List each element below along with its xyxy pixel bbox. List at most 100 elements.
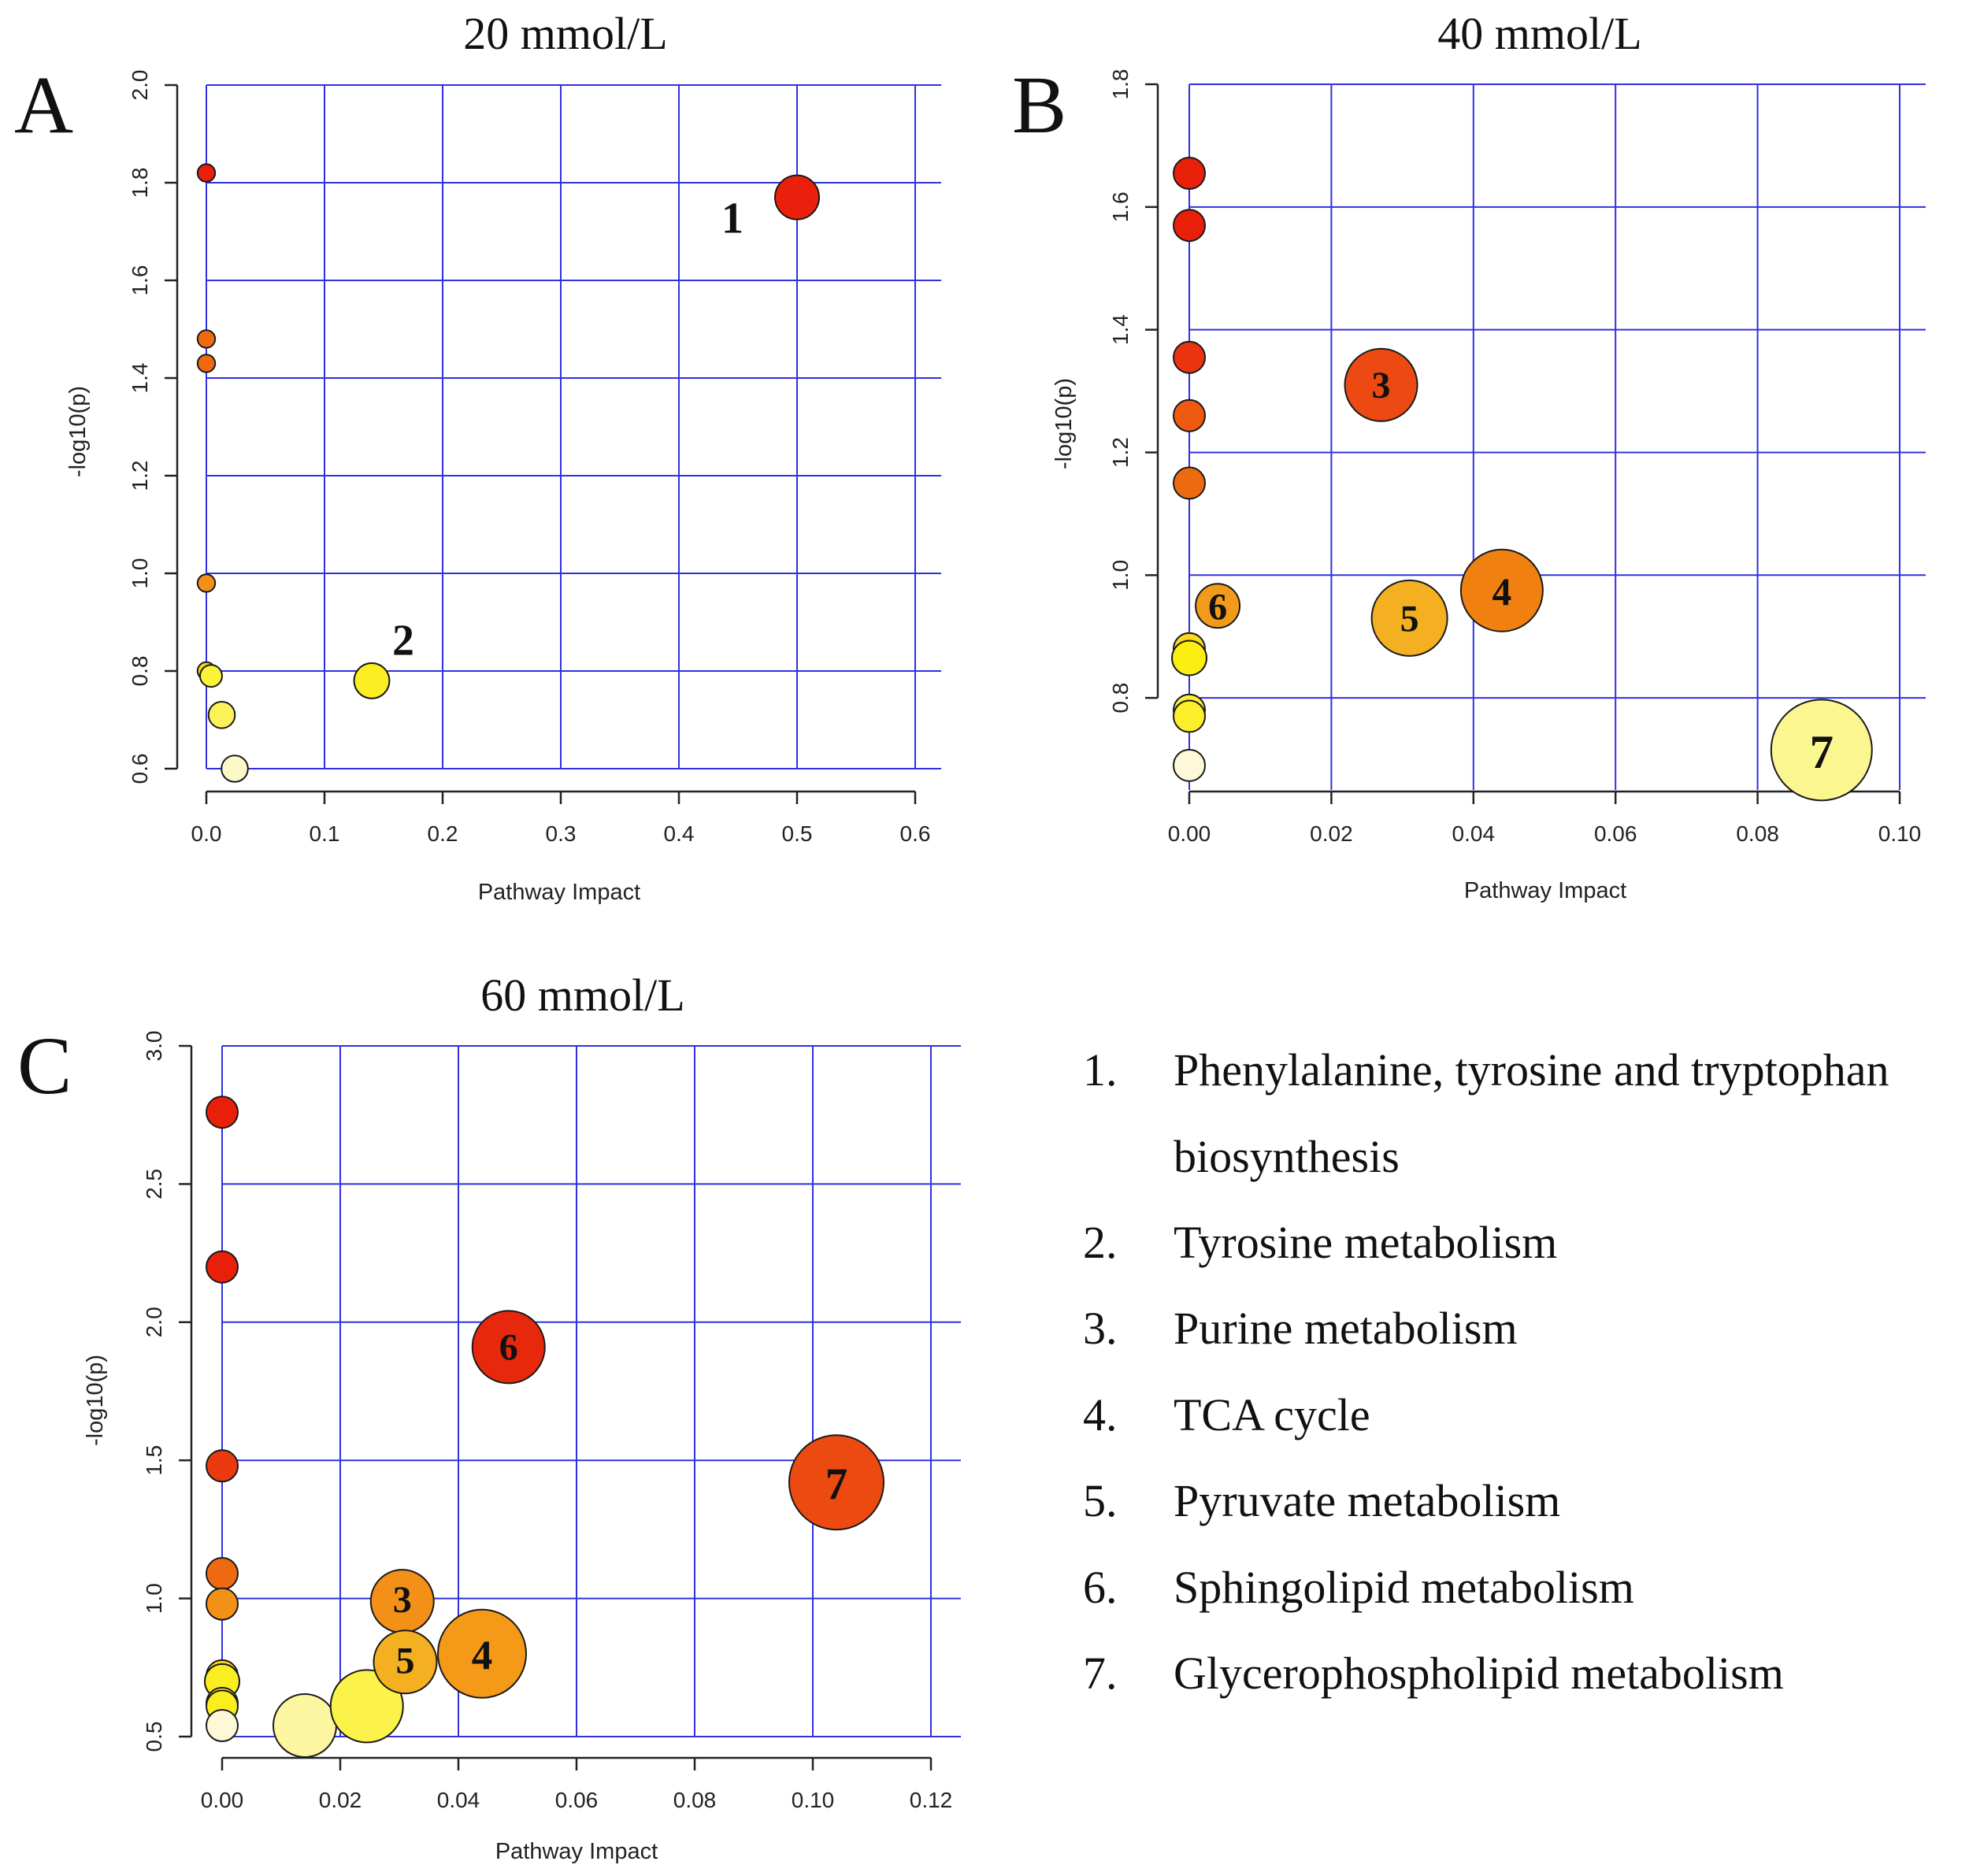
- x-tick-label: 0.08: [673, 1788, 717, 1812]
- x-tick-label: 0.02: [319, 1788, 362, 1812]
- x-tick-label: 0.00: [201, 1788, 244, 1812]
- data-point: [196, 163, 217, 183]
- x-tick-label: 0.02: [1310, 821, 1353, 846]
- y-tick-label: 1.6: [128, 265, 152, 296]
- y-tick-label: 2.5: [142, 1169, 166, 1199]
- data-point-label: 2: [392, 616, 414, 665]
- y-tick-label: 1.0: [142, 1583, 166, 1614]
- legend-number: 6.: [1083, 1562, 1118, 1613]
- panel-letter: C: [17, 1021, 72, 1111]
- data-point: [1173, 340, 1206, 374]
- x-axis-label: Pathway Impact: [478, 880, 640, 905]
- y-tick-label: 1.8: [1108, 69, 1133, 100]
- chart-title: 20 mmol/L: [463, 8, 667, 59]
- data-point: [196, 329, 217, 349]
- legend-number: 1.: [1083, 1044, 1118, 1096]
- x-axis-label: Pathway Impact: [1464, 878, 1626, 903]
- data-point: [207, 701, 236, 729]
- x-tick-label: 0.10: [1878, 821, 1922, 846]
- x-tick-label: 0.06: [1594, 821, 1637, 846]
- data-point: [1171, 640, 1207, 677]
- data-point: [206, 1096, 239, 1129]
- x-tick-label: 0.2: [428, 821, 458, 846]
- legend-number: 3.: [1083, 1303, 1118, 1354]
- x-tick-label: 0.4: [664, 821, 695, 846]
- y-tick-label: 0.8: [1108, 683, 1133, 714]
- data-point: [221, 754, 249, 783]
- data-point: [1173, 748, 1206, 782]
- data-point: [788, 1434, 884, 1531]
- y-tick-label: 1.0: [1108, 560, 1133, 591]
- y-tick-label: 1.2: [1108, 437, 1133, 468]
- y-tick-label: 0.8: [128, 656, 152, 687]
- legend-label: Purine metabolism: [1174, 1303, 1518, 1354]
- data-point: [196, 573, 217, 593]
- legend-label: Pyruvate metabolism: [1174, 1475, 1561, 1526]
- chart-title: 40 mmol/L: [1437, 8, 1641, 59]
- data-point-label: 6: [1208, 586, 1227, 628]
- x-tick-label: 0.6: [900, 821, 931, 846]
- x-tick-label: 0.06: [555, 1788, 599, 1812]
- x-tick-label: 0.1: [310, 821, 340, 846]
- data-point: [1173, 466, 1206, 500]
- y-tick-label: 1.6: [1108, 191, 1133, 222]
- legend-number: 7.: [1083, 1648, 1118, 1699]
- x-tick-label: 0.3: [546, 821, 577, 846]
- data-point: [206, 1587, 239, 1621]
- legend-label: Sphingolipid metabolism: [1174, 1562, 1634, 1613]
- data-point: [1173, 156, 1206, 190]
- data-point: [1173, 209, 1206, 243]
- data-point: [353, 662, 391, 699]
- legend-label: Phenylalanine, tyrosine and tryptophan: [1174, 1044, 1889, 1096]
- y-tick-label: 1.4: [1108, 314, 1133, 345]
- y-tick-label: 1.2: [128, 461, 152, 491]
- legend-number: 5.: [1083, 1475, 1118, 1526]
- data-point-label: 7: [825, 1459, 848, 1509]
- data-point: [206, 1557, 239, 1591]
- data-point: [471, 1310, 546, 1385]
- legend-label: Tyrosine metabolism: [1174, 1217, 1558, 1268]
- x-tick-label: 0.10: [792, 1788, 835, 1812]
- y-tick-label: 3.0: [142, 1031, 166, 1062]
- y-axis-label: -log10(p): [65, 386, 91, 477]
- data-point-label: 5: [1400, 599, 1419, 640]
- chart-title: 60 mmol/L: [480, 970, 684, 1021]
- panel-letter: A: [14, 60, 73, 150]
- y-tick-label: 2.0: [128, 70, 152, 101]
- data-point: [206, 1250, 239, 1284]
- y-axis-label: -log10(p): [1051, 378, 1077, 469]
- data-point: [373, 1629, 438, 1695]
- data-point: [206, 1449, 239, 1483]
- y-tick-label: 1.5: [142, 1445, 166, 1476]
- y-tick-label: 0.6: [128, 754, 152, 784]
- legend-label: Glycerophospholipid metabolism: [1174, 1648, 1784, 1699]
- x-axis-label: Pathway Impact: [495, 1839, 658, 1864]
- data-point: [1770, 699, 1873, 802]
- panel-letter: B: [1012, 60, 1066, 150]
- x-tick-label: 0.12: [910, 1788, 953, 1812]
- data-point: [196, 354, 217, 373]
- data-points: 21: [196, 163, 820, 783]
- y-tick-label: 1.4: [128, 363, 152, 394]
- x-tick-label: 0.5: [782, 821, 813, 846]
- legend-number: 2.: [1083, 1217, 1118, 1268]
- y-tick-label: 1.8: [128, 168, 152, 198]
- data-point-label: 3: [1372, 365, 1391, 406]
- data-point-label: 3: [393, 1579, 412, 1621]
- grid-lines: [221, 1045, 961, 1737]
- y-axis-label: -log10(p): [83, 1355, 108, 1446]
- data-point: [1370, 579, 1448, 657]
- legend-number: 4.: [1083, 1389, 1118, 1440]
- data-point: [774, 174, 820, 221]
- x-tick-label: 0.00: [1168, 821, 1211, 846]
- x-tick-label: 0.08: [1736, 821, 1779, 846]
- legend-label: TCA cycle: [1174, 1389, 1370, 1440]
- data-point: [329, 1669, 404, 1744]
- data-point: [1459, 548, 1544, 632]
- data-point: [1173, 699, 1206, 733]
